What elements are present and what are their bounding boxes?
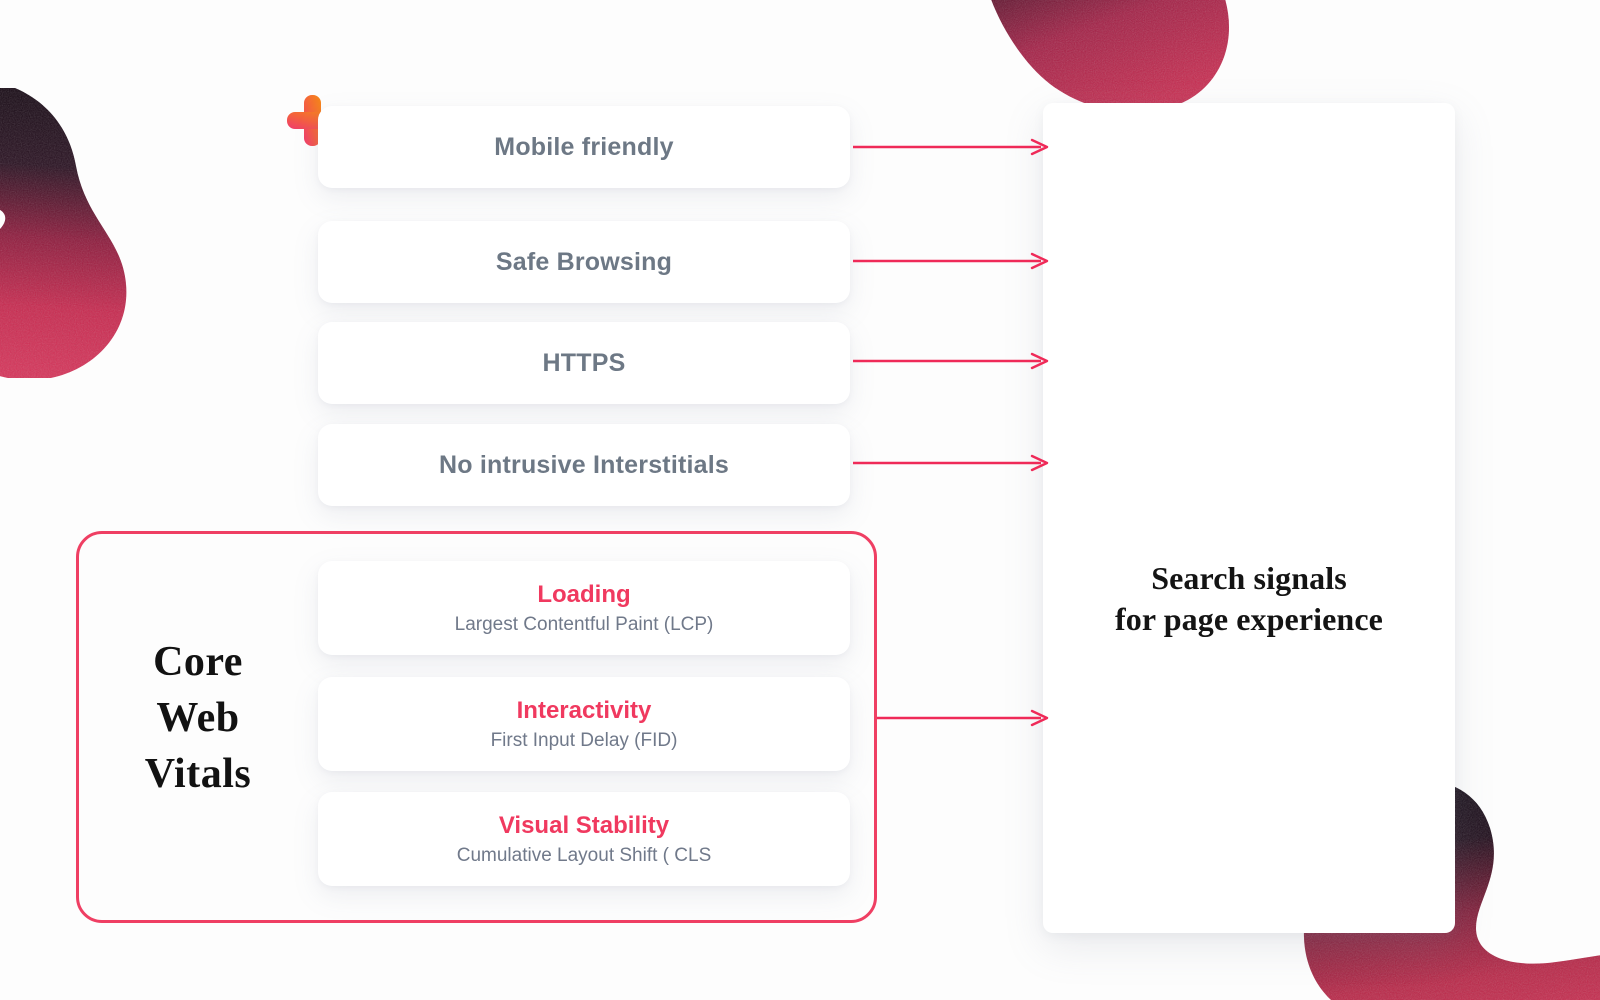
cwv-title-line-1: Core (153, 639, 243, 685)
signal-card-no-intrusive-interstitials[interactable]: No intrusive Interstitials (318, 424, 850, 506)
vital-card-subtitle: First Input Delay (FID) (490, 729, 678, 751)
vital-card-visual-stability[interactable]: Visual Stability Cumulative Layout Shift… (318, 792, 850, 886)
signal-card-mobile-friendly[interactable]: Mobile friendly (318, 106, 850, 188)
signal-card-label: Safe Browsing (495, 247, 673, 276)
signal-card-safe-browsing[interactable]: Safe Browsing (318, 221, 850, 303)
arrow-no-intrusive-interstitials-to-result (853, 454, 1049, 472)
signal-card-https[interactable]: HTTPS (318, 322, 850, 404)
arrow-core-web-vitals-to-result (877, 709, 1049, 727)
result-title-line-1: Search signals (1151, 560, 1347, 596)
search-signals-title: Search signals for page experience (1043, 558, 1455, 640)
search-signals-card[interactable]: Search signals for page experience (1043, 103, 1455, 933)
vital-card-title: Loading (537, 580, 631, 608)
signal-card-label: Mobile friendly (494, 132, 674, 161)
cwv-title-line-2: Web (156, 695, 240, 741)
signal-card-label: No intrusive Interstitials (439, 450, 729, 479)
vital-card-loading[interactable]: Loading Largest Contentful Paint (LCP) (318, 561, 850, 655)
vital-card-title: Visual Stability (498, 811, 670, 839)
arrow-https-to-result (853, 352, 1049, 370)
vital-card-interactivity[interactable]: Interactivity First Input Delay (FID) (318, 677, 850, 771)
vital-card-title: Interactivity (516, 696, 652, 724)
core-web-vitals-frame (76, 531, 877, 923)
organic-blob-left (0, 82, 136, 381)
vital-card-subtitle: Cumulative Layout Shift ( CLS (456, 844, 712, 866)
signal-card-label: HTTPS (542, 348, 626, 377)
arrow-safe-browsing-to-result (853, 252, 1049, 270)
cwv-title-line-3: Vitals (144, 751, 252, 797)
lozenge-blob-top-right (980, 0, 1250, 116)
core-web-vitals-title: Core Web Vitals (128, 634, 268, 802)
result-title-line-2: for page experience (1115, 601, 1383, 637)
arrow-mobile-friendly-to-result (853, 138, 1049, 156)
vital-card-subtitle: Largest Contentful Paint (LCP) (454, 613, 714, 635)
